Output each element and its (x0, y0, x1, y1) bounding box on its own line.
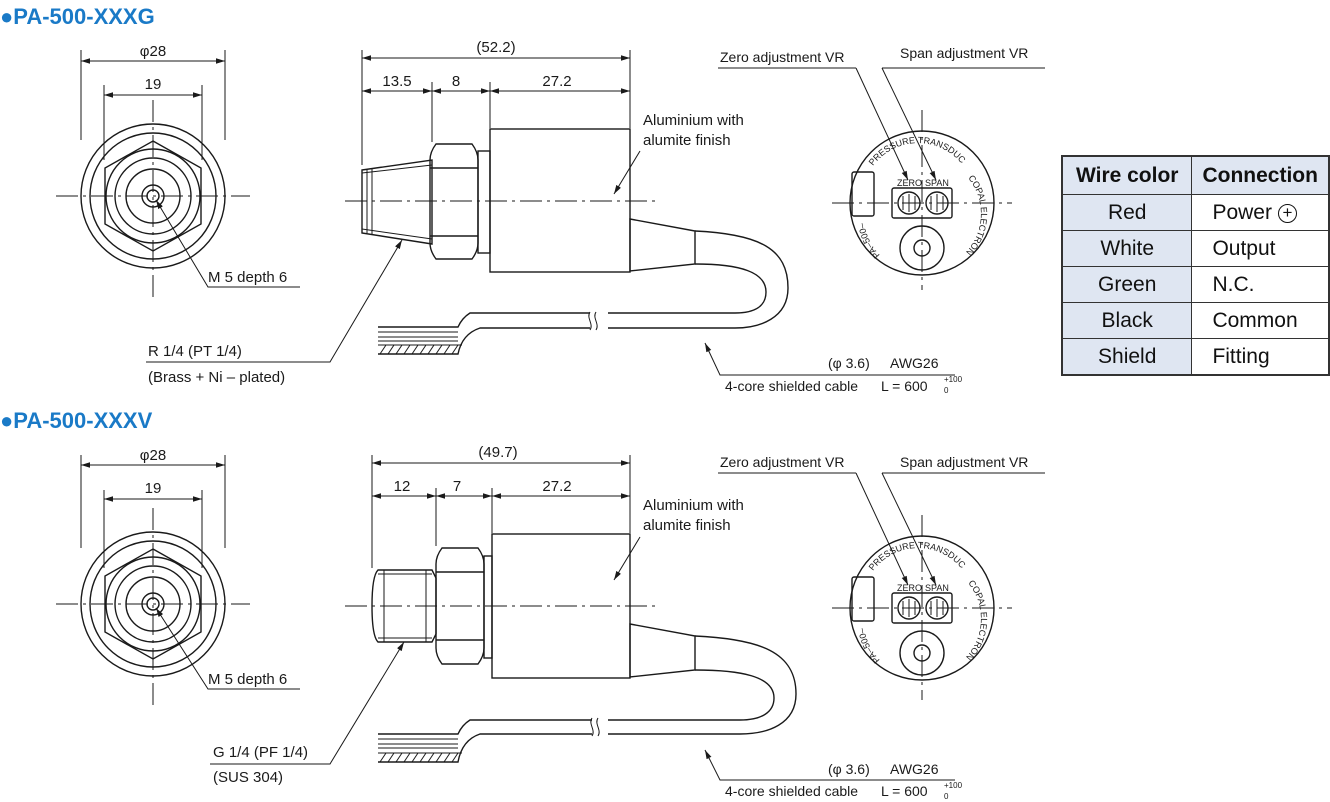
wire-color-cell: White (1061, 230, 1193, 267)
section1-face-zero: ZERO (897, 178, 922, 188)
section2-cable-len: L = 600 (881, 783, 928, 799)
section2-span-vr: Span adjustment VR (900, 454, 1028, 470)
connection-text: Power (1212, 200, 1272, 224)
section1-title: ●PA-500-XXXG (0, 4, 155, 29)
connection-cell: Common (1191, 302, 1330, 339)
section1-cable-awg: AWG26 (890, 355, 939, 371)
connection-cell: N.C. (1191, 266, 1330, 303)
section2-tol-upper: +100 (944, 781, 963, 790)
section2-group: ●PA-500-XXXV φ28 19 M 5 depth 6 (0, 0, 1045, 801)
wire-table-header-row: Wire color Connection (1061, 155, 1330, 195)
section2-cable-awg: AWG26 (890, 761, 939, 777)
section2-material-line2: alumite finish (643, 517, 731, 534)
section2-side-view: (49.7) 12 7 27.2 Aluminium with alumite … (210, 444, 963, 801)
section2-dim-outer: φ28 (140, 447, 166, 464)
table-row: Shield Fitting (1061, 338, 1330, 376)
connection-cell: Power+ (1191, 194, 1330, 231)
section1-face-span: SPAN (925, 178, 949, 188)
section1-dim-inner: 19 (145, 76, 162, 93)
section2-dim-inner: 19 (145, 480, 162, 497)
connection-cell: Fitting (1191, 338, 1330, 376)
section2-face-span: SPAN (925, 583, 949, 593)
section1-tol-upper: +100 (944, 375, 963, 384)
table-row: Red Power+ (1061, 194, 1330, 231)
section2-material-line1: Aluminium with (643, 497, 744, 514)
section1-zero-vr: Zero adjustment VR (720, 49, 845, 65)
wire-color-cell: Shield (1061, 338, 1193, 376)
section1-side-view: (52.2) 13.5 8 27.2 Aluminium with alumit… (146, 39, 963, 395)
section1-group: ●PA-500-XXXG φ28 19 M 5 depth 6 (0, 0, 1045, 395)
section1-seg2: 8 (452, 73, 460, 90)
connection-cell: Output (1191, 230, 1330, 267)
section1-hole-label: M 5 depth 6 (208, 269, 287, 286)
section2-title: ●PA-500-XXXV (0, 408, 153, 433)
wire-table-header-connection: Connection (1191, 155, 1330, 195)
section1-dim-outer: φ28 (140, 43, 166, 60)
section2-thread-line2: (SUS 304) (213, 769, 283, 786)
section2-total-length: (49.7) (478, 444, 517, 461)
section2-hole-label: M 5 depth 6 (208, 671, 287, 688)
section1-face-arc-left: PA–500– (856, 222, 881, 260)
section2-seg2: 7 (453, 478, 461, 495)
section1-thread-line2: (Brass + Ni – plated) (148, 369, 285, 386)
section2-thread-line1: G 1/4 (PF 1/4) (213, 744, 308, 761)
section2-front-view: φ28 19 M 5 depth 6 (56, 447, 300, 705)
wire-color-cell: Black (1061, 302, 1193, 339)
section1-span-vr: Span adjustment VR (900, 45, 1028, 61)
section1-seg1: 13.5 (382, 73, 411, 90)
section2-face-zero: ZERO (897, 583, 922, 593)
table-row: White Output (1061, 230, 1330, 267)
wire-color-table: Wire color Connection Red Power+ White O… (1061, 155, 1330, 376)
section2-seg3: 27.2 (542, 478, 571, 495)
section1-cable-desc: 4-core shielded cable (725, 378, 858, 394)
wire-color-cell: Red (1061, 194, 1193, 231)
section1-front-view: φ28 19 M 5 depth 6 (56, 43, 300, 300)
section2-face-arc-right: COPAL ELECTRONICS (0, 0, 989, 663)
section1-seg3: 27.2 (542, 73, 571, 90)
section1-material-line2: alumite finish (643, 132, 731, 149)
section1-material-line1: Aluminium with (643, 112, 744, 129)
section2-seg1: 12 (394, 478, 411, 495)
section2-zero-vr: Zero adjustment VR (720, 454, 845, 470)
section1-cable-len: L = 600 (881, 378, 928, 394)
table-row: Black Common (1061, 302, 1330, 339)
section2-tol-lower: 0 (944, 792, 949, 801)
plus-circle-icon: + (1277, 203, 1297, 223)
wire-color-cell: Green (1061, 266, 1193, 303)
section2-cable-desc: 4-core shielded cable (725, 783, 858, 799)
section2-cable-dia: (φ 3.6) (828, 761, 870, 777)
section1-thread-line1: R 1/4 (PT 1/4) (148, 343, 242, 360)
section1-cable-dia: (φ 3.6) (828, 355, 870, 371)
section1-tol-lower: 0 (944, 386, 949, 395)
section1-total-length: (52.2) (476, 39, 515, 56)
table-row: Green N.C. (1061, 266, 1330, 303)
wire-table-header-color: Wire color (1061, 155, 1193, 195)
section2-face-arc-left: PA–500– (856, 627, 881, 665)
